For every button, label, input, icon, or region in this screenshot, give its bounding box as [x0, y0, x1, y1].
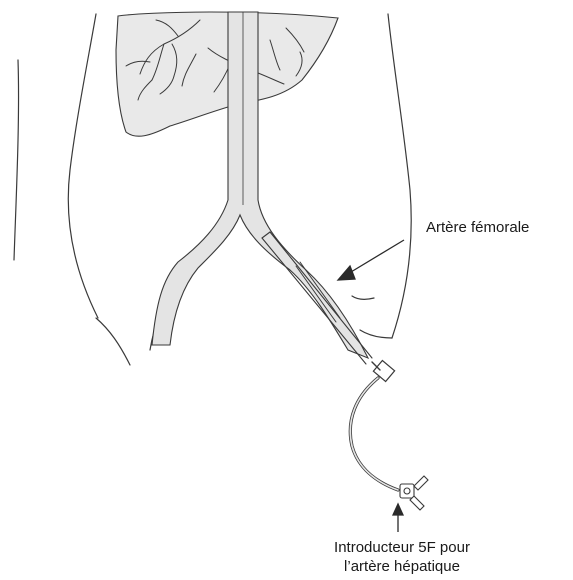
introducer-arrow-head [393, 504, 403, 515]
torso-left-edge [68, 14, 98, 318]
leg-left-contour [96, 318, 130, 365]
introducer-label-line2: l’artère hépatique [302, 557, 502, 576]
stopcock-icon [400, 476, 428, 510]
femoral-artery-label: Artère fémorale [426, 218, 529, 237]
tube-outer [350, 378, 398, 490]
liver [116, 12, 338, 136]
liver-shape [116, 12, 338, 136]
hip-fold-right [352, 296, 374, 299]
side-tube [350, 378, 398, 490]
torso-left-edge-inner [14, 60, 19, 260]
leg-right-contour [360, 330, 392, 338]
tube-inner [350, 378, 398, 490]
femoral-arrow-head [338, 266, 355, 280]
introducer-label: Introducteur 5F pour l’artère hépatique [302, 538, 502, 576]
torso-right-edge [388, 14, 411, 338]
introducer-label-line1: Introducteur 5F pour [302, 538, 502, 557]
femoral-arrow-line [346, 240, 404, 275]
